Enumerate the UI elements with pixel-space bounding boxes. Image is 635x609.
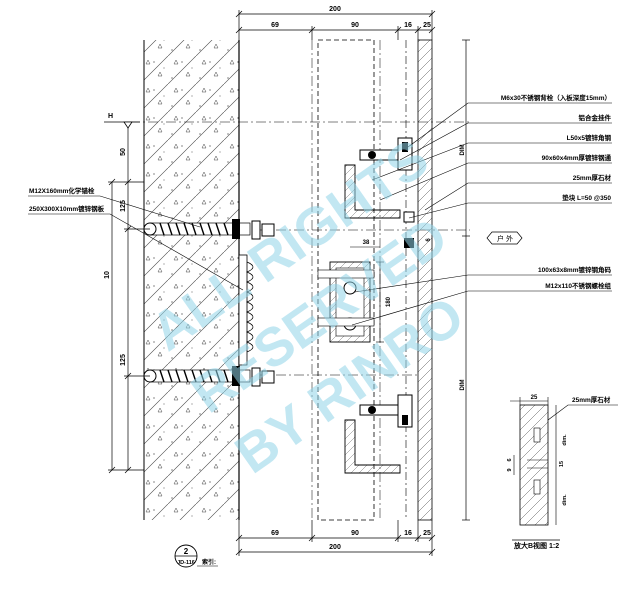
callout-shim: 垫块 L=50 @350 — [562, 193, 611, 202]
callout-back-bolt: M6x30不锈钢背栓（入板深度15mm） — [501, 93, 611, 102]
chemical-anchor-top — [143, 219, 275, 240]
steel-channel — [317, 39, 375, 521]
left-dimension-chain — [108, 122, 150, 474]
left-callout-leaders — [28, 195, 244, 291]
top-total-dim: 200 — [329, 6, 341, 13]
detail-b-view — [510, 397, 618, 541]
bottom-dim-25: 25 — [423, 530, 431, 537]
index-label: 索引: — [202, 558, 216, 566]
callout-steel-plate: 250X300X10mm镀锌钢板 — [29, 204, 105, 213]
index-number: 2 — [184, 547, 189, 556]
detail-stone-label: 25mm厚石材 — [572, 395, 611, 404]
chemical-anchor-bottom — [143, 366, 275, 387]
callout-chemical-anchor: M12X160mm化学锚栓 — [29, 186, 95, 195]
callout-alu-hanger: 铝合金挂件 — [579, 113, 612, 122]
detail-dim-15: 15 — [559, 461, 565, 467]
top-dim-69: 69 — [271, 22, 279, 29]
bracket-dim-180: 180 — [386, 296, 392, 307]
bracket-dims — [350, 246, 384, 343]
outdoor-tag: 户 外 — [486, 231, 523, 245]
right-dim-top: DIM — [460, 145, 466, 156]
callout-steel-tube: 90x60x4mm厚镀锌钢通 — [542, 153, 612, 162]
callout-angle-l50: L50x5镀锌角钢 — [567, 133, 612, 142]
embedded-steel-plate — [238, 254, 254, 366]
concrete-wall — [143, 40, 240, 520]
bottom-total-dim: 200 — [329, 544, 341, 551]
top-dim-16: 16 — [404, 22, 412, 29]
detail-title: 放大B视图 1:2 — [513, 541, 559, 550]
detail-dim-a: dim. — [562, 434, 568, 446]
left-dim-125-top: 125 — [120, 200, 127, 212]
index-symbol — [174, 544, 218, 568]
angle-steel-top — [344, 137, 413, 219]
callout-leaders — [351, 102, 612, 326]
right-dim-lines — [462, 39, 470, 521]
bottom-dim-16: 16 — [404, 530, 412, 537]
level-mark — [104, 121, 140, 129]
left-dim-125-bottom: 125 — [120, 354, 127, 366]
bottom-dimension-chain — [235, 520, 436, 556]
angle-steel-bottom — [344, 394, 413, 474]
callout-stone: 25mm厚石材 — [573, 173, 612, 182]
top-dim-90: 90 — [351, 22, 359, 29]
stone-cladding — [405, 39, 433, 521]
top-dim-25: 25 — [423, 22, 431, 29]
index-sheet: JD-116 — [177, 560, 195, 566]
detail-dim-6: 6 — [507, 458, 513, 461]
callout-bolt-set: M12x110不锈钢螺栓组 — [545, 281, 611, 290]
right-dim-bottom: DIM — [460, 380, 466, 391]
bottom-dim-69: 69 — [271, 530, 279, 537]
left-dim-10: 10 — [104, 271, 111, 279]
steel-angle-bracket — [317, 261, 375, 343]
detail-dim-b: dim. — [562, 494, 568, 506]
bracket-dim-38: 38 — [363, 240, 370, 246]
detail-dim-9: 9 — [507, 468, 513, 471]
outdoor-label: 户 外 — [497, 234, 513, 243]
bottom-dim-90: 90 — [351, 530, 359, 537]
top-dimension-chain — [235, 10, 436, 40]
callout-angle-bracket: 100x63x8mm镀锌钢角码 — [538, 265, 611, 274]
left-dim-50: 50 — [120, 148, 127, 156]
center-lines — [130, 40, 470, 520]
gap-dim-6: 6 — [426, 238, 432, 242]
level-mark-label: H — [108, 113, 113, 120]
detail-dim-25: 25 — [531, 395, 538, 401]
